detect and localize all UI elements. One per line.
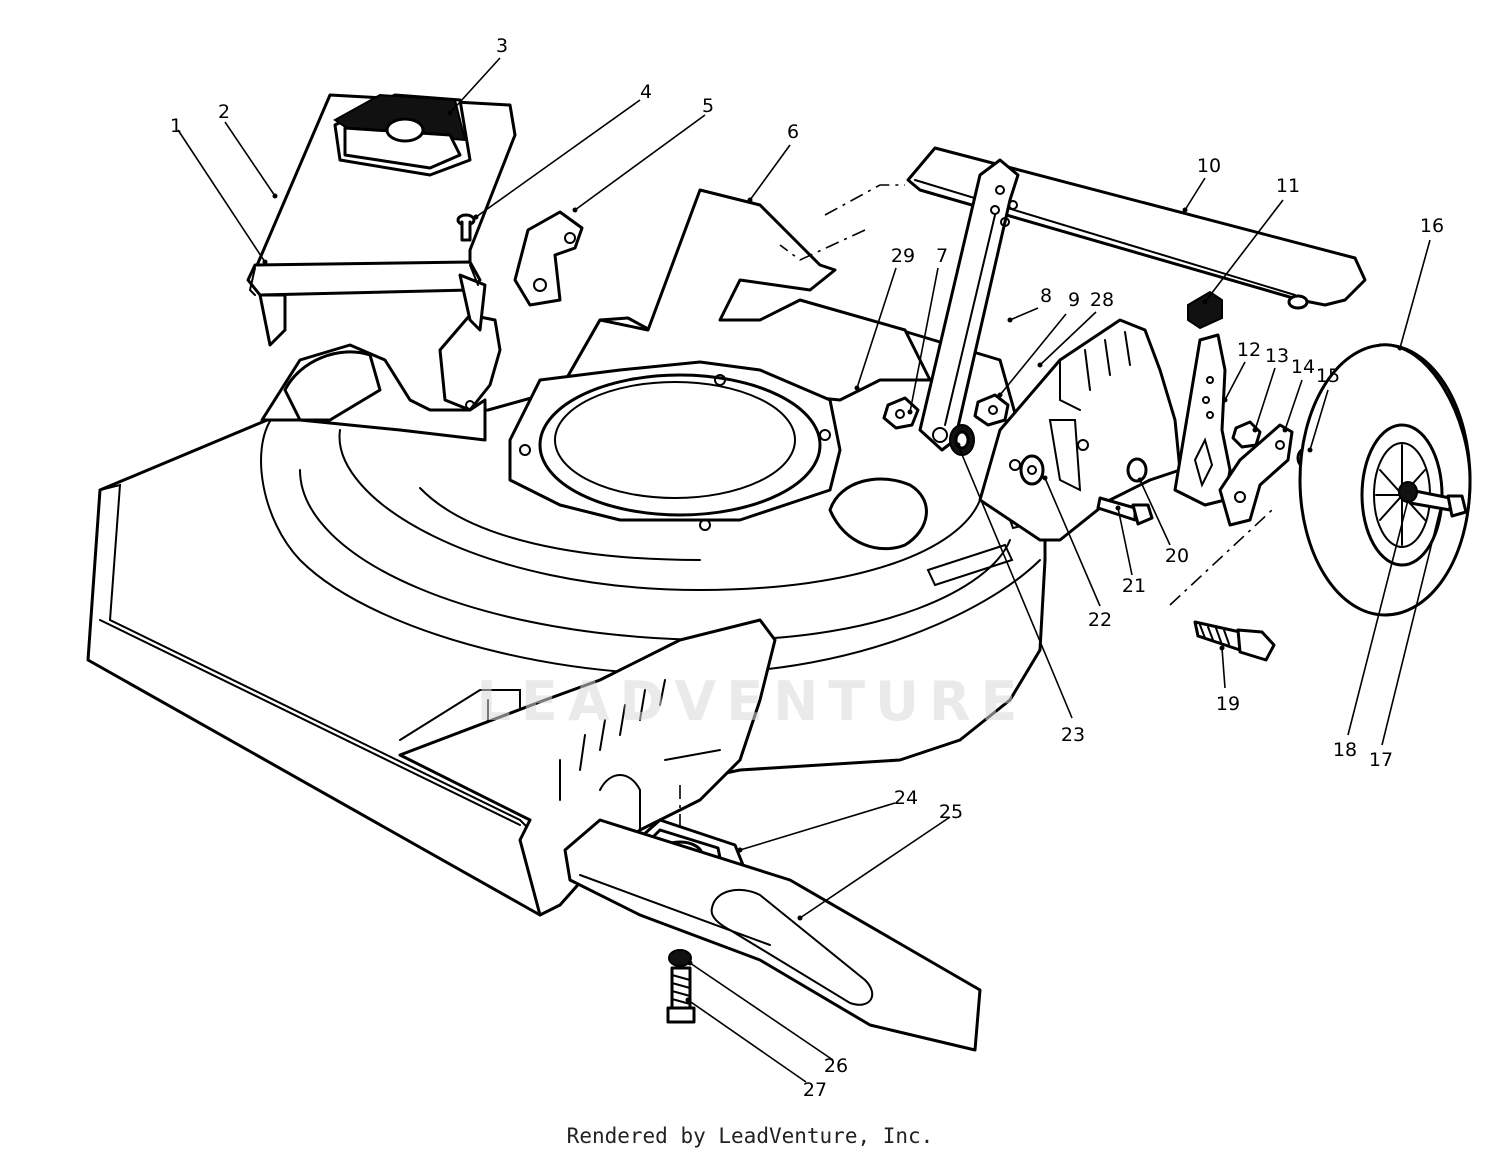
callout-2: 2: [218, 101, 230, 123]
bracket-14: [1218, 423, 1294, 527]
callout-19: 19: [1216, 693, 1240, 715]
height-adjust-lever-8: [918, 158, 1020, 452]
callout-23: 23: [1061, 724, 1085, 746]
washer-20: [1126, 457, 1148, 483]
leader-dots: [262, 110, 1403, 1003]
callout-8: 8: [1040, 285, 1052, 307]
callout-3: 3: [496, 35, 508, 57]
washer-26: [668, 949, 692, 967]
rear-axle-10: [906, 146, 1367, 310]
callout-28: 28: [1090, 289, 1114, 311]
nut-29: [882, 396, 920, 430]
blade-bolt-27: [666, 966, 696, 1024]
rear-door-assembly: [246, 93, 517, 347]
front-height-adjust-bracket: [398, 618, 777, 917]
callout-26: 26: [824, 1055, 848, 1077]
callout-4: 4: [640, 81, 652, 103]
callout-16: 16: [1420, 215, 1444, 237]
bolt-19: [1193, 620, 1276, 662]
bushing-23: [949, 424, 975, 456]
callout-27: 27: [803, 1079, 827, 1101]
callout-11: 11: [1276, 175, 1300, 197]
callout-6: 6: [787, 121, 799, 143]
bushing-9: [973, 393, 1010, 427]
mower-blade-25: [563, 818, 982, 1052]
hub-18: [1398, 481, 1418, 503]
callout-12: 12: [1237, 339, 1261, 361]
callout-13: 13: [1265, 345, 1289, 367]
callout-labels: 1 2 3 4 5 6 7 8 9 10 11 12 13 14 15 16 1…: [170, 35, 1444, 1101]
callout-1: 1: [170, 115, 182, 137]
watermark-text: LEADVENTURE: [477, 670, 1028, 733]
callout-29: 29: [891, 245, 915, 267]
callout-17: 17: [1369, 749, 1393, 771]
wheel-bracket-12: [1173, 333, 1232, 507]
washer-22: [1019, 454, 1045, 486]
bolt-21: [1096, 496, 1154, 526]
callout-10: 10: [1197, 155, 1221, 177]
leader-lines: [177, 57, 1441, 1083]
callout-20: 20: [1165, 545, 1189, 567]
callout-9: 9: [1068, 289, 1080, 311]
callout-14: 14: [1291, 356, 1315, 378]
callout-15: 15: [1316, 365, 1340, 387]
wheel-bolt-17: [1408, 488, 1468, 518]
clip-11: [1187, 290, 1223, 330]
bracket-5: [513, 210, 584, 307]
callout-22: 22: [1088, 609, 1112, 631]
callout-7: 7: [936, 245, 948, 267]
screw-4: [456, 213, 476, 242]
callout-21: 21: [1122, 575, 1146, 597]
render-credit: Rendered by LeadVenture, Inc.: [566, 1124, 934, 1148]
axle-projection-line: [779, 184, 905, 261]
callout-25: 25: [939, 801, 963, 823]
callout-24: 24: [894, 787, 918, 809]
callout-5: 5: [702, 95, 714, 117]
callout-18: 18: [1333, 739, 1357, 761]
assembly-projection-line: [1169, 509, 1273, 606]
